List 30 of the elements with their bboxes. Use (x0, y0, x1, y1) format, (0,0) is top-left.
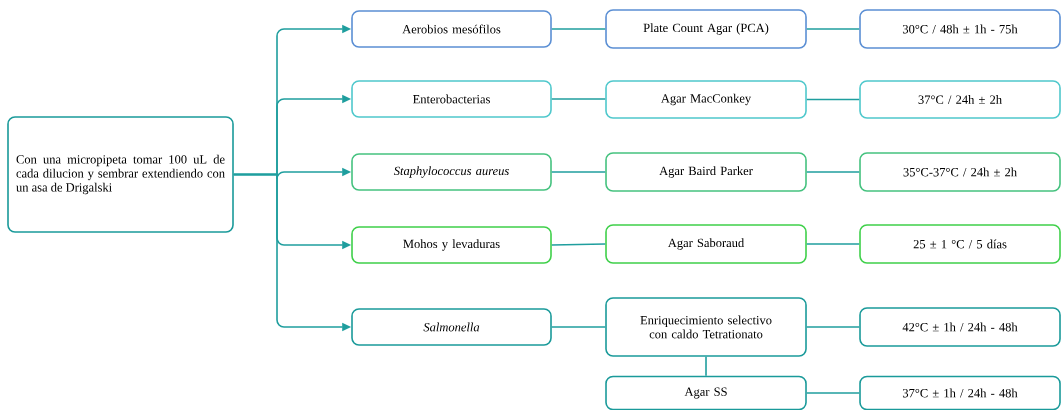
process-box: Agar Baird Parker (605, 152, 807, 192)
process-box: Enriquecimiento selectivo con caldo Tetrationato (605, 297, 807, 357)
process-box: Aerobios mesófilos (351, 10, 552, 48)
process-box: Salmonella (351, 308, 552, 346)
connector-line (551, 243, 606, 246)
process-box: Agar MacConkey (605, 80, 807, 119)
process-box: 30°C / 48h ± 1h - 75h (859, 9, 1061, 49)
connector-line (806, 243, 860, 245)
process-box: Agar SS (605, 375, 807, 410)
process-box: Enterobacterias (351, 80, 552, 118)
connector-line (551, 28, 606, 30)
process-box: Staphylococcus aureus (351, 153, 552, 191)
connector-line (551, 98, 606, 100)
process-box: 35°C-37°C / 24h ± 2h (859, 152, 1061, 192)
connector-line (806, 326, 860, 328)
connector-line (806, 98, 860, 101)
process-box: Agar Saboraud (605, 224, 807, 264)
process-box: Plate Count Agar (PCA) (605, 9, 807, 49)
step-box: Con una micropipeta tomar 100 uL de cada dilucion y sembrar extendiendo con un asa de Drigalski (7, 116, 234, 233)
connector-line (551, 171, 606, 173)
process-box: 37°C / 24h ± 2h (859, 80, 1061, 119)
process-box: 25 ± 1 °C / 5 días (859, 224, 1061, 264)
connector-line (806, 28, 860, 30)
connector-line (806, 171, 860, 173)
process-box: Mohos y levaduras (351, 226, 552, 264)
connector-line (551, 326, 606, 328)
connector-line (705, 356, 707, 377)
process-box: 37°C ± 1h / 24h - 48h (859, 375, 1061, 410)
connector-line (806, 392, 860, 394)
process-box: 42°C ± 1h / 24h - 48h (859, 307, 1061, 347)
